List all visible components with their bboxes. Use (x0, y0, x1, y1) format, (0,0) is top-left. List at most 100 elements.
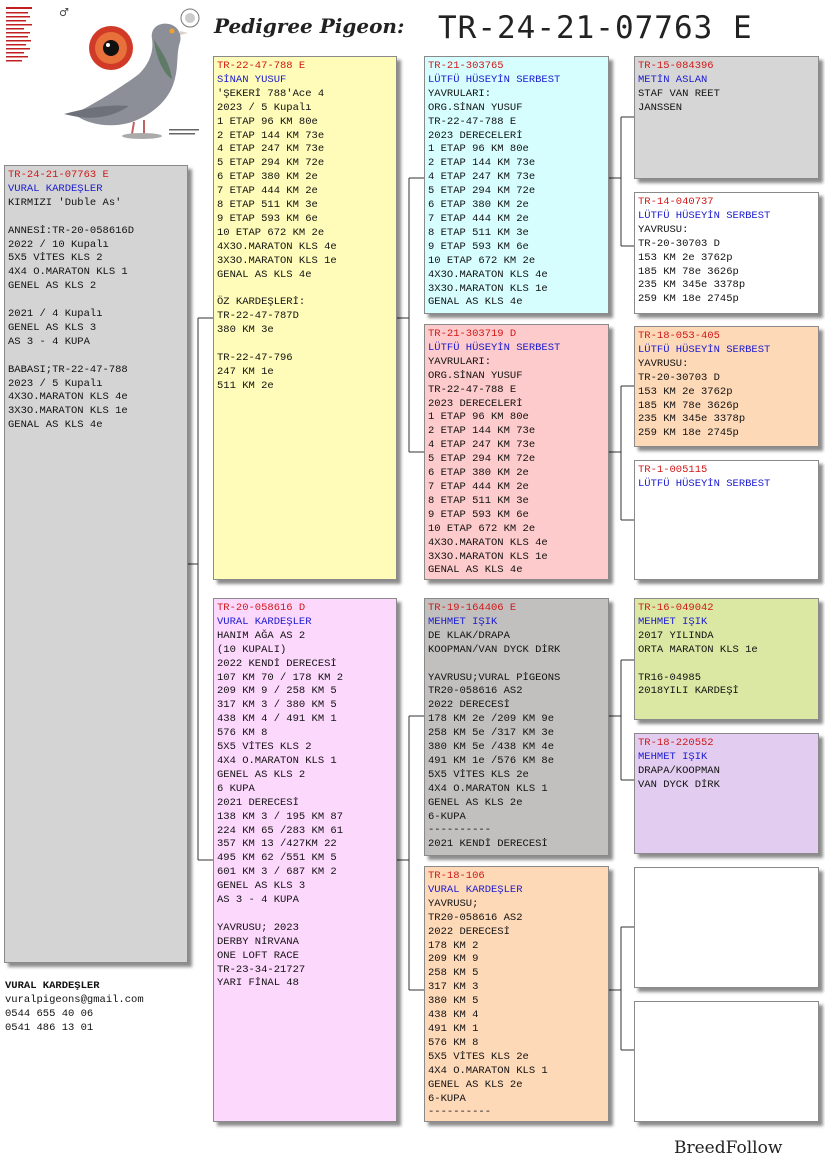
dam-sire-card[interactable]: TR-19-164406 E MEHMET IŞIK DE KLAK/DRAPA… (424, 598, 609, 856)
note-line: YAVRULARI: (428, 355, 492, 368)
ring-number: TR-21-303719 D (428, 328, 517, 340)
dam-dam-dam-card[interactable] (634, 1001, 819, 1122)
note-line: 224 KM 65 /283 KM 61 (217, 824, 344, 837)
note-line: 6 ETAP 380 KM 2e (428, 199, 529, 212)
note-line: ---------- (428, 1106, 492, 1119)
note-line: 4X4 O.MARATON KLS 1 (8, 266, 128, 279)
dam-card[interactable]: TR-20-058616 D VURAL KARDEŞLER HANIM AĞA… (213, 598, 397, 1122)
note-line: GENEL AS KLS 2e (428, 1078, 523, 1091)
footer-brand: BreedFollow (674, 1138, 783, 1158)
note-line: 511 KM 2e (217, 379, 274, 392)
note-line: 4X3O.MARATON KLS 4e (428, 536, 548, 549)
note-line: 438 KM 4 / 491 KM 1 (217, 713, 337, 726)
note-line: DE KLAK/DRAPA (428, 629, 510, 642)
note-line: HANIM AĞA AS 2 (217, 629, 306, 642)
note-line: GENEL AS KLS 2 (8, 280, 97, 293)
note-line: 2 ETAP 144 KM 73e (217, 129, 325, 142)
note-line: 357 KM 13 /427KM 22 (217, 838, 337, 851)
note-line: GENEL AS KLS 3 (8, 321, 97, 334)
note-line: 495 KM 62 /551 KM 5 (217, 852, 337, 865)
owner-name: MEHMET IŞIK (638, 615, 708, 628)
dam-dam-card[interactable]: TR-18-106 VURAL KARDEŞLER YAVRUSU;TR20-0… (424, 866, 609, 1122)
note-line: YAVRULARI: (428, 87, 492, 100)
note-line: 6-KUPA (428, 810, 466, 823)
owner-name: VURAL KARDEŞLER (8, 182, 103, 195)
note-line: GENEL AS KLS 2e (428, 796, 523, 809)
note-line: 380 KM 5 (428, 995, 479, 1008)
note-line: 2022 KENDİ DERECESİ (217, 657, 337, 670)
note-line: 4X3O.MARATON KLS 4e (217, 240, 337, 253)
note-line: AS 3 - 4 KUPA (217, 894, 299, 907)
note-line: ONE LOFT RACE (217, 949, 299, 962)
subject-card[interactable]: TR-24-21-07763 E VURAL KARDEŞLER KIRMIZI… (4, 165, 188, 963)
sire-dam-sire-card[interactable]: TR-18-053-405 LÜTFÜ HÜSEYİN SERBEST YAVR… (634, 326, 819, 447)
note-line: 7 ETAP 444 KM 2e (217, 185, 318, 198)
note-line: GENAL AS KLS 4e (428, 296, 523, 309)
note-line: 1 ETAP 96 KM 80e (428, 411, 529, 424)
note-line: ---------- (428, 824, 492, 837)
note-line: 2 ETAP 144 KM 73e (428, 425, 536, 438)
note-line: 2023 / 5 Kupalı (8, 377, 103, 390)
note-line: 5X5 VİTES KLS 2 (8, 252, 103, 265)
note-line: DRAPA/KOOPMAN (638, 764, 720, 777)
note-line: 10 ETAP 672 KM 2e (428, 522, 536, 535)
note-line: 9 ETAP 593 KM 6e (428, 240, 529, 253)
note-line: 235 KM 345e 3378p (638, 279, 746, 292)
ring-number: TR-16-049042 (638, 602, 714, 614)
note-line: 10 ETAP 672 KM 2e (217, 226, 325, 239)
owner-name: MEHMET IŞIK (638, 750, 708, 763)
note-line: TR-20-30703 D (638, 237, 720, 250)
contact-name: VURAL KARDEŞLER (5, 980, 100, 992)
sire-sire-dam-card[interactable]: TR-14-040737 LÜTFÜ HÜSEYİN SERBEST YAVRU… (634, 192, 819, 314)
note-line: ORG.SİNAN YUSUF (428, 369, 523, 382)
ring-number: TR-14-040737 (638, 196, 714, 208)
note-line: 3X3O.MARATON KLS 1e (428, 550, 548, 563)
sire-sire-card[interactable]: TR-21-303765 LÜTFÜ HÜSEYİN SERBEST YAVRU… (424, 56, 609, 314)
note-line: ORG.SİNAN YUSUF (428, 101, 523, 114)
note-line: 258 KM 5 (428, 967, 479, 980)
dam-dam-sire-card[interactable] (634, 867, 819, 988)
note-line: 4 ETAP 247 KM 73e (217, 143, 325, 156)
note-line: 7 ETAP 444 KM 2e (428, 212, 529, 225)
contact-email[interactable]: vuralpigeons@gmail.com (5, 993, 144, 1006)
sire-dam-card[interactable]: TR-21-303719 D LÜTFÜ HÜSEYİN SERBEST YAV… (424, 324, 609, 580)
owner-name: LÜTFÜ HÜSEYİN SERBEST (428, 73, 561, 86)
note-line: 3X3O.MARATON KLS 1e (8, 405, 128, 418)
note-line: 6 ETAP 380 KM 2e (428, 467, 529, 480)
contact-phone: 0541 486 13 01 (5, 1021, 94, 1034)
note-line: KIRMIZI 'Duble As' (8, 196, 122, 209)
ring-number: TR-18-053-405 (638, 330, 720, 342)
note-line: 380 KM 3e (217, 324, 274, 337)
sire-card[interactable]: TR-22-47-788 E SİNAN YUSUF 'ŞEKERİ 788'A… (213, 56, 397, 580)
ring-number: TR-19-164406 E (428, 602, 517, 614)
note-line: AS 3 - 4 KUPA (8, 335, 90, 348)
note-line: 5X5 VİTES KLS 2e (428, 1050, 529, 1063)
note-line: 2023 DERECELERİ (428, 129, 523, 142)
note-line: GENAL AS KLS 4e (428, 564, 523, 577)
note-line: 6-KUPA (428, 1092, 466, 1105)
note-line: 5 ETAP 294 KM 72e (217, 157, 325, 170)
note-line: 2023 / 5 Kupalı (217, 101, 312, 114)
note-line: 107 KM 70 / 178 KM 2 (217, 671, 344, 684)
note-line: YAVRUSU;VURAL PİGEONS (428, 671, 561, 684)
note-line: 4X4 O.MARATON KLS 1 (217, 754, 337, 767)
note-line: YAVRUSU; 2023 (217, 921, 299, 934)
note-line: 1 ETAP 96 KM 80e (428, 143, 529, 156)
note-line: 4 ETAP 247 KM 73e (428, 439, 536, 452)
sire-dam-dam-card[interactable]: TR-1-005115 LÜTFÜ HÜSEYİN SERBEST (634, 460, 819, 580)
note-line: BABASI;TR-22-47-788 (8, 363, 128, 376)
note-line: 8 ETAP 511 KM 3e (428, 226, 529, 239)
note-line: 317 KM 3 (428, 981, 479, 994)
note-line: TR16-04985 (638, 671, 702, 684)
note-line: TR-23-34-21727 (217, 963, 306, 976)
note-line: 2021 KENDİ DERECESİ (428, 838, 548, 851)
note-line: 4 ETAP 247 KM 73e (428, 171, 536, 184)
ring-number: TR-1-005115 (638, 464, 708, 476)
